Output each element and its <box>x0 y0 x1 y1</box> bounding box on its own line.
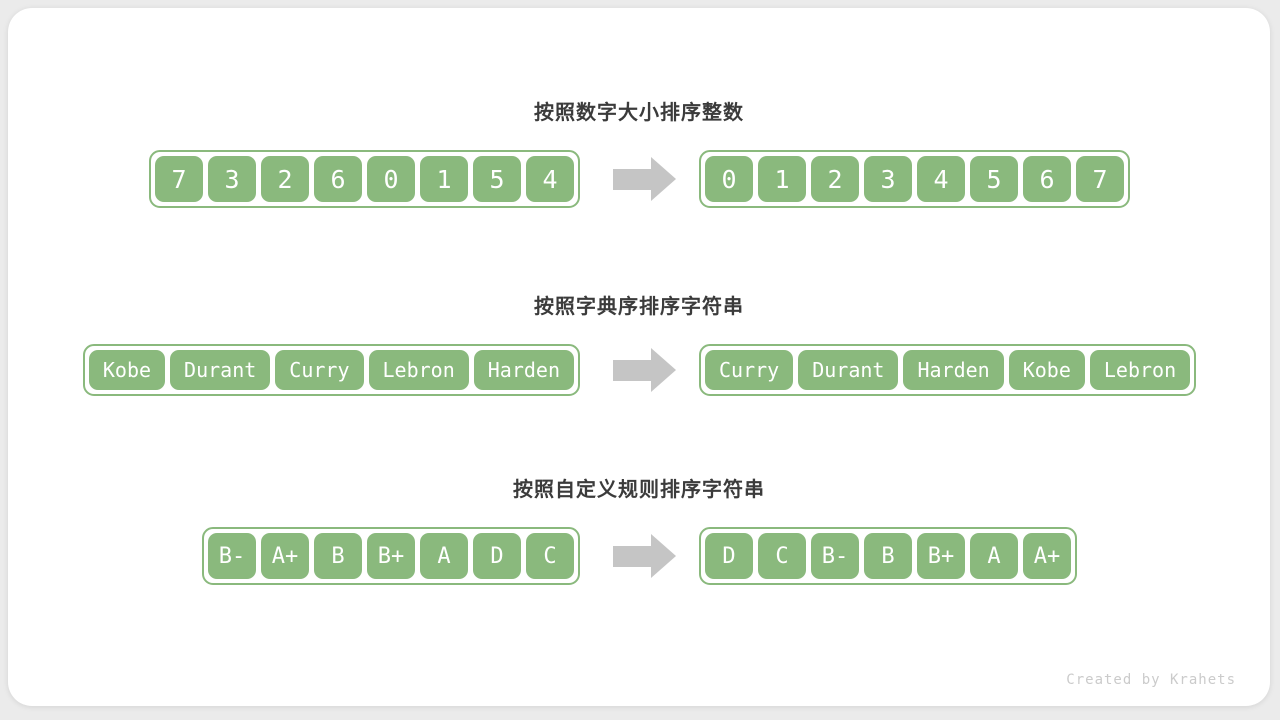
arrow-head <box>651 348 676 392</box>
sequence-box: 1 <box>758 156 806 202</box>
sequence-box: B+ <box>367 533 415 579</box>
sequence-box: A+ <box>261 533 309 579</box>
sequence-box: B <box>864 533 912 579</box>
sequence-box: Curry <box>275 350 364 390</box>
sequence-box: 6 <box>314 156 362 202</box>
arrow-shaft <box>613 168 651 190</box>
sequence-box: Kobe <box>1008 350 1085 390</box>
right-arrow-icon <box>613 534 676 578</box>
right-arrow-icon <box>613 348 676 392</box>
sequence-box: 5 <box>970 156 1018 202</box>
sequence-box: 4 <box>917 156 965 202</box>
sequence-box: Harden <box>473 350 574 390</box>
sequence-box: 2 <box>811 156 859 202</box>
sequence-box: D <box>473 533 521 579</box>
sequence-box: Harden <box>903 350 1004 390</box>
sequence-box: 0 <box>705 156 753 202</box>
sequence-box: B- <box>208 533 256 579</box>
arrow-head <box>651 534 676 578</box>
arrow-shaft <box>613 545 651 567</box>
arrow-shaft <box>613 359 651 381</box>
watermark: Created by Krahets <box>1066 672 1236 688</box>
sequence-box: Lebron <box>368 350 469 390</box>
section-title: 按照字典序排序字符串 <box>534 294 744 318</box>
sequence-box: A <box>970 533 1018 579</box>
sequence-box: 4 <box>526 156 574 202</box>
sequence-box: A+ <box>1023 533 1071 579</box>
sequence-box: Kobe <box>88 350 166 390</box>
section-title: 按照自定义规则排序字符串 <box>513 477 765 501</box>
sequence-box: 0 <box>367 156 415 202</box>
sequence-box: 1 <box>420 156 468 202</box>
sequence-box: 2 <box>261 156 309 202</box>
sequence-box: B <box>314 533 362 579</box>
sequence-box: C <box>758 533 806 579</box>
sequence-box: 7 <box>1076 156 1124 202</box>
sequence-box: D <box>705 533 753 579</box>
sequence-box: B+ <box>917 533 965 579</box>
sequence-box: Durant <box>170 350 271 390</box>
sequence-box: 6 <box>1023 156 1071 202</box>
sequence-box: Curry <box>705 350 794 390</box>
sequence-box: 3 <box>864 156 912 202</box>
sequence-box: B- <box>811 533 859 579</box>
sequence-box: C <box>526 533 574 579</box>
sequence-box: Lebron <box>1089 350 1191 390</box>
right-arrow-icon <box>613 157 676 201</box>
sequence-box: 3 <box>208 156 256 202</box>
sequence-box: A <box>420 533 468 579</box>
sequence-box: 5 <box>473 156 521 202</box>
sequence-box: Durant <box>798 350 899 390</box>
sequence-box: 7 <box>155 156 203 202</box>
arrow-head <box>651 157 676 201</box>
section-title: 按照数字大小排序整数 <box>534 100 744 124</box>
